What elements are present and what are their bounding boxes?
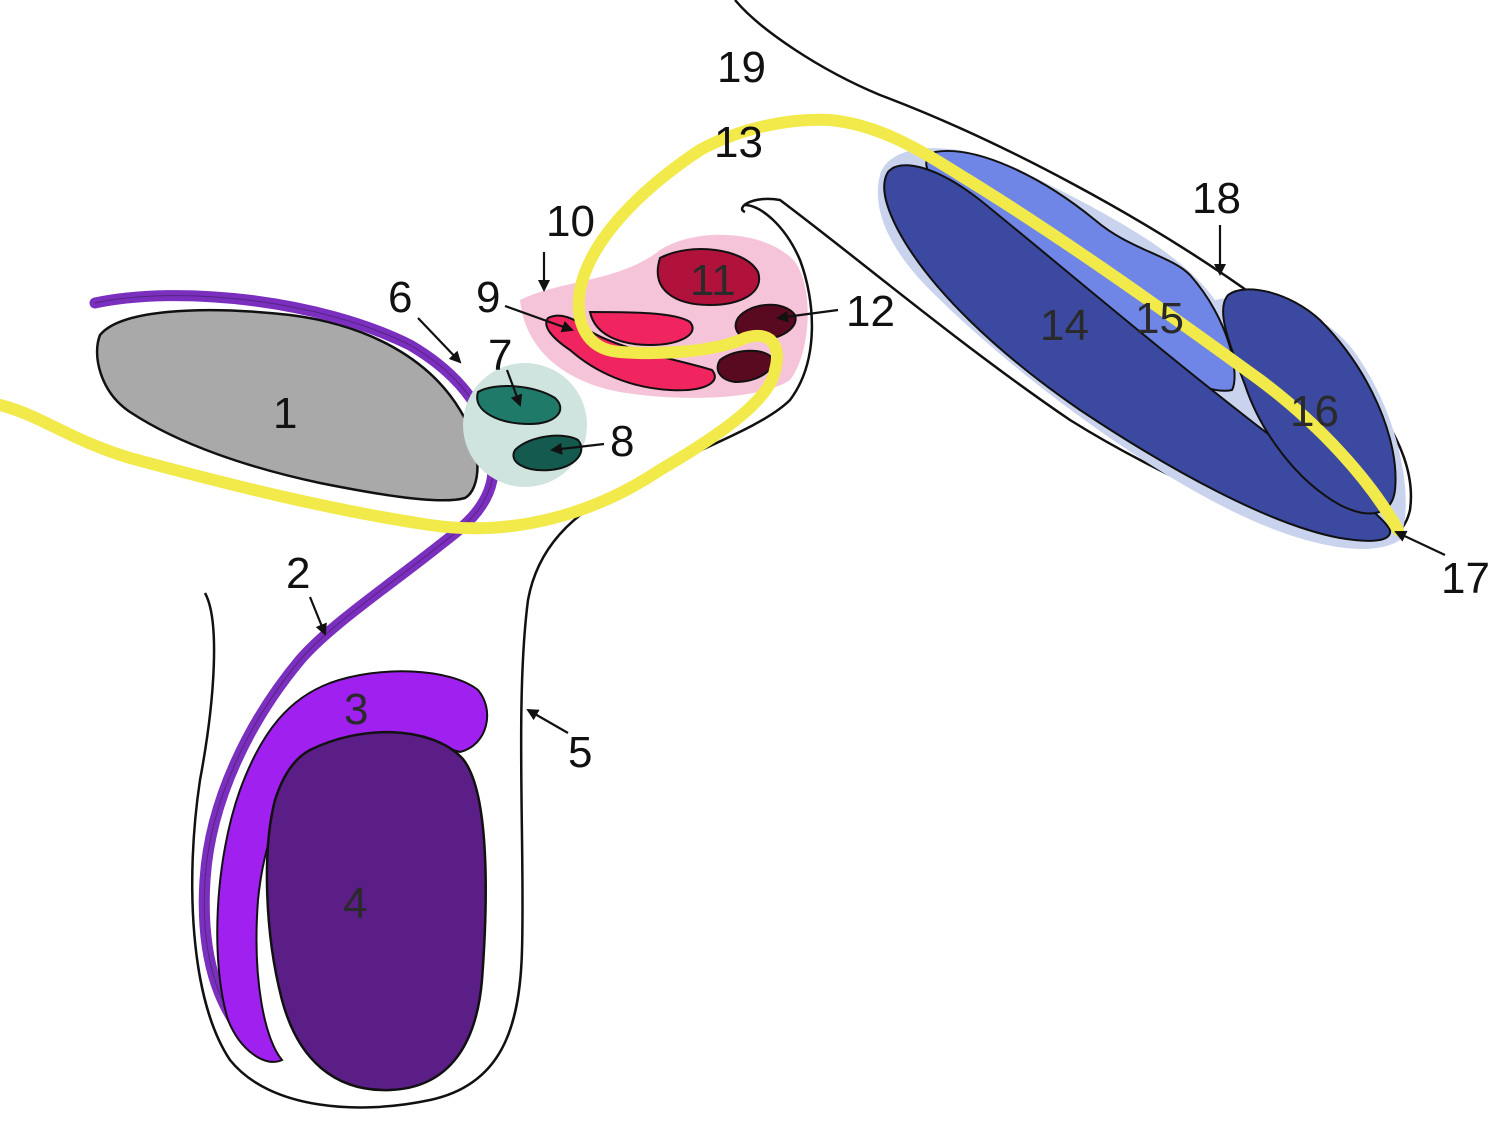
arrow-5 bbox=[526, 709, 569, 734]
urethra bbox=[0, 113, 1404, 536]
number-labels: 1 2 3 4 5 6 7 8 9 10 11 12 13 14 15 16 1… bbox=[273, 43, 1490, 928]
label-11: 11 bbox=[690, 256, 736, 305]
gland-12-bottom-shape bbox=[716, 349, 774, 384]
label-10: 10 bbox=[546, 197, 595, 246]
label-5: 5 bbox=[568, 728, 592, 777]
arrow-17 bbox=[1394, 530, 1446, 556]
scrotum-outline bbox=[190, 203, 814, 1109]
corpus-14-shape bbox=[883, 164, 1392, 542]
label-1: 1 bbox=[273, 389, 297, 438]
gland-11-shape bbox=[657, 248, 761, 307]
arrow-7 bbox=[505, 369, 523, 407]
testis-shape bbox=[265, 731, 487, 1092]
bladder-shape bbox=[95, 308, 479, 502]
label-12: 12 bbox=[846, 287, 895, 336]
label-7: 7 bbox=[488, 331, 512, 380]
label-6: 6 bbox=[388, 273, 412, 322]
label-3: 3 bbox=[344, 685, 368, 734]
label-17: 17 bbox=[1441, 554, 1490, 603]
arrow-9 bbox=[504, 304, 574, 333]
gland-8-shape bbox=[512, 434, 583, 472]
leader-arrows bbox=[308, 225, 1446, 734]
label-18: 18 bbox=[1192, 174, 1241, 223]
label-4: 4 bbox=[343, 879, 367, 928]
label-2: 2 bbox=[286, 549, 310, 598]
label-16: 16 bbox=[1290, 387, 1339, 436]
label-15: 15 bbox=[1135, 294, 1184, 343]
vas-deferens-outline bbox=[94, 295, 494, 1056]
epididymis-shape bbox=[216, 670, 489, 1063]
label-14: 14 bbox=[1040, 301, 1089, 350]
label-13: 13 bbox=[714, 118, 763, 167]
arrow-2 bbox=[308, 596, 327, 636]
label-9: 9 bbox=[476, 273, 500, 322]
gland-10-shape bbox=[588, 310, 694, 347]
arrow-12 bbox=[776, 308, 839, 323]
arrow-6 bbox=[417, 317, 462, 364]
vas-deferens bbox=[89, 290, 499, 1061]
label-8: 8 bbox=[610, 417, 634, 466]
label-19: 19 bbox=[717, 43, 766, 92]
arrow-8 bbox=[550, 442, 605, 455]
